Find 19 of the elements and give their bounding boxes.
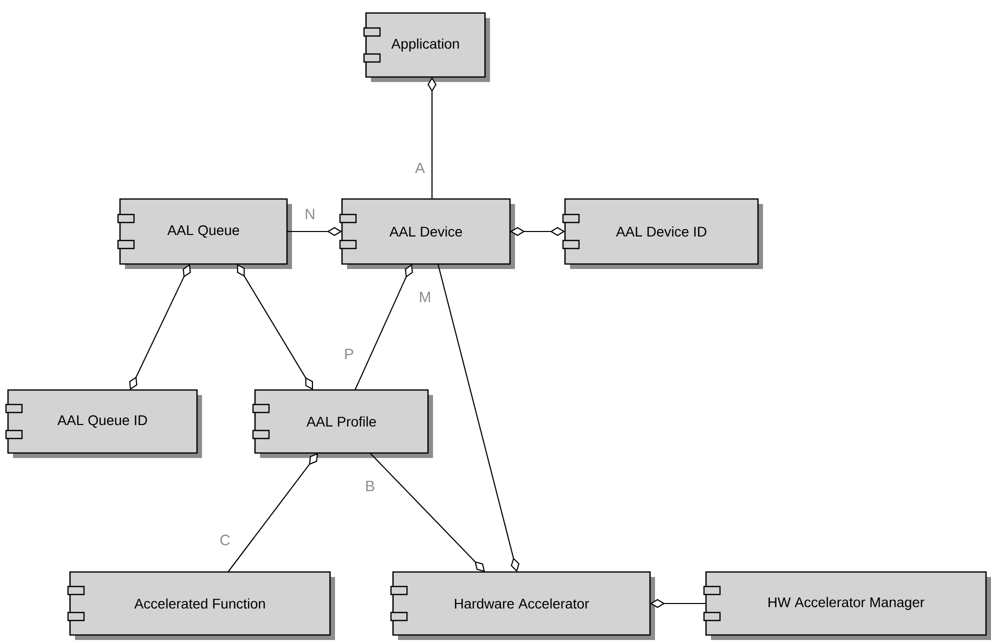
edge-label: A bbox=[415, 162, 425, 174]
edge-label: M bbox=[420, 292, 430, 302]
component-box: Accelerated Function bbox=[67, 571, 335, 640]
component-box: AAL Queue bbox=[117, 198, 292, 269]
edge-label: B bbox=[366, 480, 374, 492]
edge-label: C bbox=[220, 534, 230, 546]
component-box: Hardware Accelerator bbox=[390, 571, 655, 640]
component-box: AAL Device ID bbox=[562, 198, 763, 269]
component-box: Application bbox=[363, 12, 490, 82]
association-line bbox=[370, 452, 485, 572]
component-box: AAL Device bbox=[339, 198, 515, 269]
component-box: AAL Queue ID bbox=[5, 389, 202, 458]
component-box: AAL Profile bbox=[252, 389, 433, 458]
component-box: HW Accelerator Manager bbox=[703, 571, 991, 640]
association-line bbox=[237, 264, 313, 390]
multiplicity-label: P bbox=[345, 348, 354, 360]
edge-label: N bbox=[306, 208, 314, 220]
association-line bbox=[228, 453, 318, 572]
association-line bbox=[129, 264, 191, 390]
